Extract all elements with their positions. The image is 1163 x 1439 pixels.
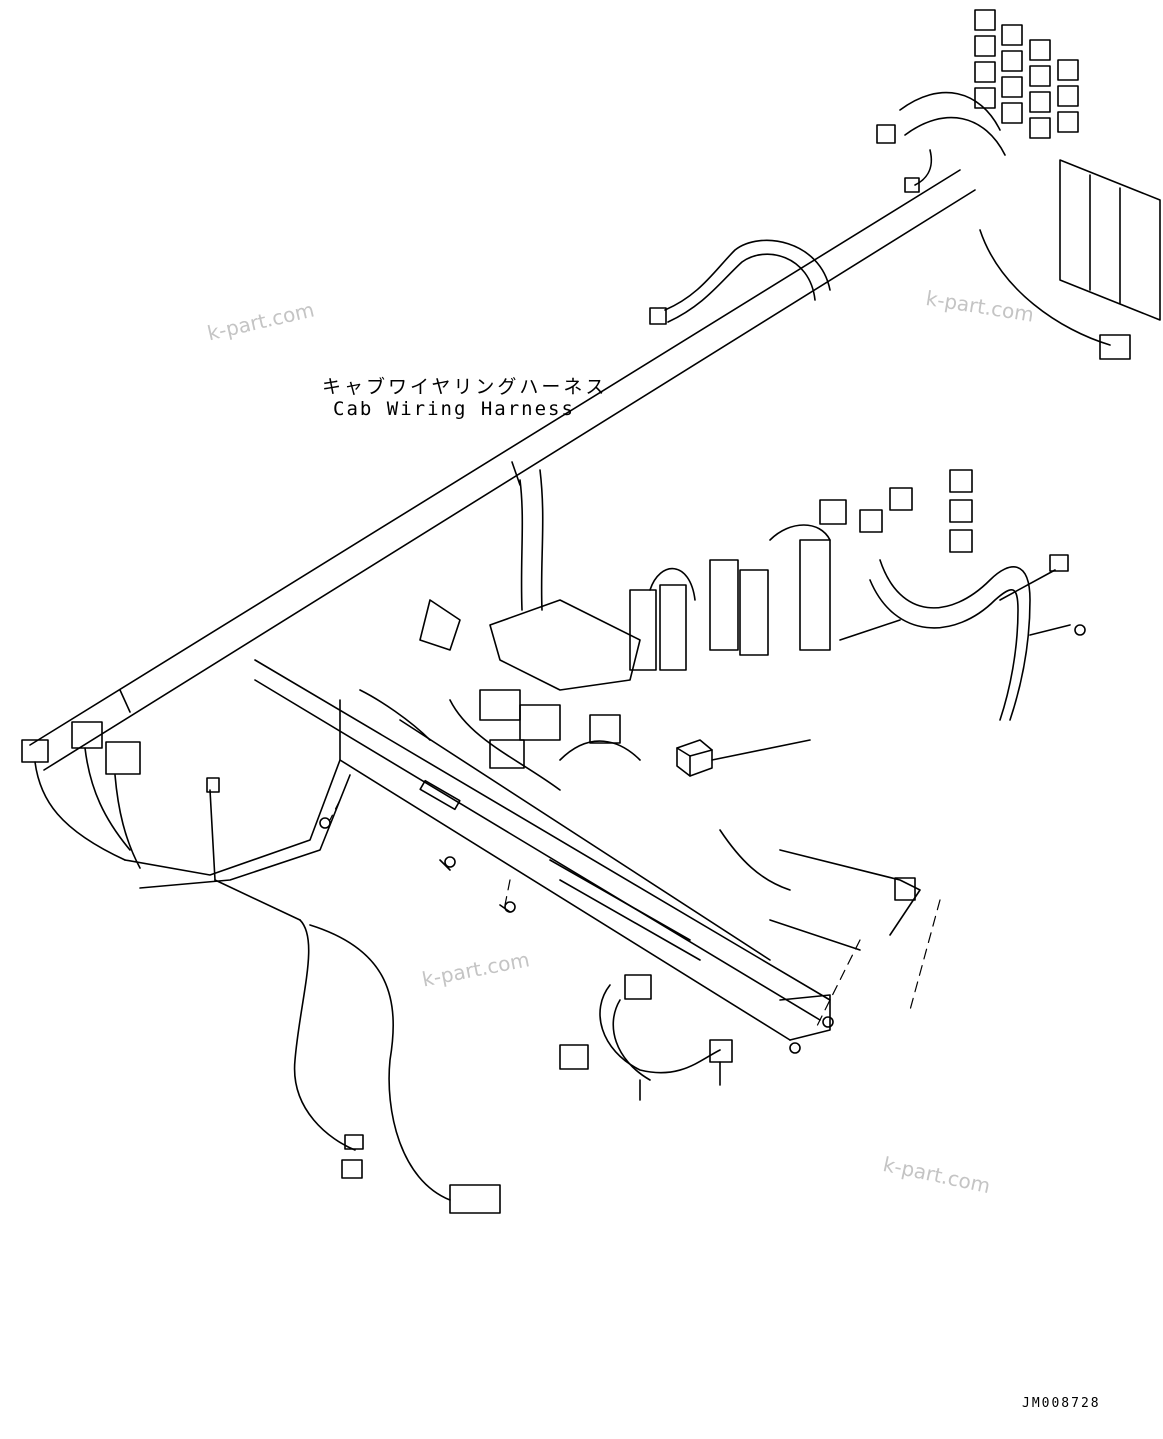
left-connector-cluster <box>21 721 351 889</box>
center-connector-area <box>359 599 641 791</box>
upper-loop-branch <box>649 239 831 325</box>
main-harness-trunk <box>29 169 976 771</box>
fastener-bolts <box>319 817 834 1054</box>
dashed-guide-lines <box>329 799 941 1031</box>
relay-part-highlight <box>676 739 811 777</box>
lower-right-bracket <box>719 829 921 951</box>
harness-label-japanese: キャブワイヤリングハーネス <box>322 376 608 398</box>
right-connector-bundle <box>629 469 1086 721</box>
dashboard-frame <box>254 659 831 1041</box>
relay-block-upper-right <box>876 9 1161 360</box>
center-drop-branch <box>519 469 544 611</box>
lower-center-connectors <box>559 974 733 1101</box>
harness-label-english: Cab Wiring Harness <box>333 398 575 420</box>
lower-left-branch <box>206 777 501 1214</box>
drawing-number: JM008728 <box>1022 1396 1101 1411</box>
